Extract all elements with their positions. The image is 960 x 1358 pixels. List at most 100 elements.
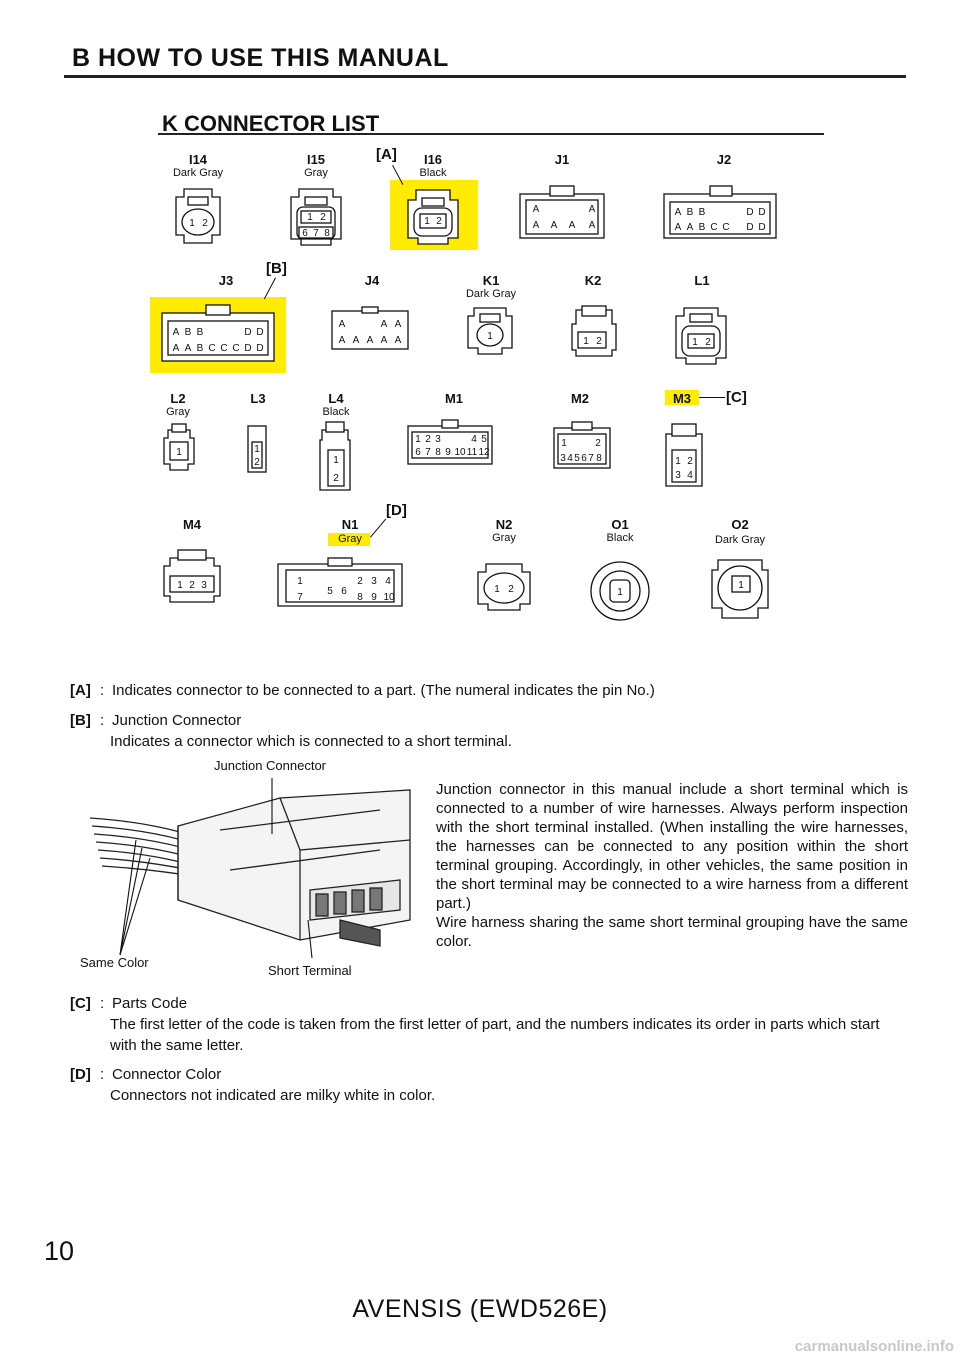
callout-a: [A] (376, 146, 397, 163)
connector-i16-pin-2: 2 (436, 216, 442, 227)
connector-i15-pin-6: 6 (302, 228, 308, 239)
connector-l2-drawing: 1 (163, 423, 195, 471)
connector-l3-pin-1: 1 (254, 444, 260, 455)
callout-b: [B] (266, 260, 287, 277)
connector-code-m2: M2 (570, 391, 590, 406)
connector-l4-drawing: 1 2 (319, 421, 351, 491)
connector-m3-pin-3: 3 (675, 470, 681, 481)
connector-j3-pin-d1: D (244, 327, 251, 338)
connector-code-j4: J4 (364, 273, 380, 288)
connector-code-l3: L3 (250, 391, 266, 406)
connector-m1-pin-7: 7 (425, 447, 431, 458)
definition-c-colon: : (100, 995, 105, 1012)
connector-code-o2: O2 (731, 517, 749, 532)
connector-n2-pin-2: 2 (508, 584, 514, 595)
connector-m1-pin-4: 4 (471, 434, 477, 445)
connector-m1-pin-12: 12 (478, 447, 490, 458)
label-short-terminal: Short Terminal (268, 963, 352, 978)
connector-k1-pin-1: 1 (487, 331, 493, 342)
page-number: 10 (44, 1236, 75, 1266)
connector-j2-pin-d3: D (746, 222, 753, 233)
connector-o1-drawing: 1 (590, 561, 650, 621)
connector-code-m3: M3 (672, 391, 692, 406)
subsection-title: K CONNECTOR LIST (162, 111, 380, 136)
connector-n2-drawing: 1 2 (477, 563, 531, 611)
connector-j4-pin-1: A (339, 319, 346, 330)
junction-connector-illustration (89, 778, 411, 959)
connector-n1-pin-1: 1 (297, 576, 303, 587)
connector-n1-pin-5: 5 (327, 586, 333, 597)
connector-code-i14: I14 (188, 152, 208, 167)
connector-j4-pin-3: A (395, 319, 402, 330)
connector-code-l1: L1 (694, 273, 710, 288)
connector-k2-pin-2: 2 (596, 336, 602, 347)
highlight-m3 (665, 390, 699, 405)
definition-b: [B]:Junction Connector Indicates a conne… (70, 710, 512, 752)
connector-j4-pin-2: A (381, 319, 388, 330)
connector-i14-pin-2: 2 (202, 218, 208, 229)
definition-c-title: Parts Code (112, 995, 188, 1012)
connector-i15-pin-7: 7 (313, 228, 319, 239)
connector-color-i15: Gray (304, 167, 328, 179)
connector-m2-drawing: 1 2 3 4 5 6 7 8 (553, 421, 611, 469)
connector-m1-pin-5: 5 (481, 434, 487, 445)
definition-c-key: [C] (70, 995, 91, 1012)
connector-color-o1: Black (606, 532, 634, 544)
connector-color-o2: Dark Gray (714, 534, 766, 546)
connector-m1-pin-9: 9 (445, 447, 451, 458)
connector-m4-drawing: 1 2 3 (163, 549, 221, 603)
definition-a-key: [A] (70, 682, 91, 699)
connector-j3-pin-b1: B (185, 327, 192, 338)
highlight-n1 (328, 533, 370, 546)
connector-j3-pin-c2: C (220, 343, 227, 354)
definition-b-colon: : (100, 712, 105, 729)
connector-j1-pin-5: A (569, 220, 576, 231)
connector-m2-pin-4: 4 (567, 453, 573, 464)
connector-n2-pin-1: 1 (494, 584, 500, 595)
connector-j1-pin-4: A (551, 220, 558, 231)
subsection-rule (158, 133, 824, 135)
connector-m4-pin-2: 2 (189, 580, 195, 591)
definition-d-key: [D] (70, 1066, 91, 1083)
connector-j2-pin-c2: C (722, 222, 729, 233)
connector-l4-pin-1: 1 (333, 455, 339, 466)
connector-j2-pin-b1: B (687, 207, 694, 218)
connector-n1-pin-9: 9 (371, 592, 377, 603)
connector-j1-pin-2: A (589, 204, 596, 215)
connector-l1-drawing: 1 2 (675, 307, 727, 365)
connector-code-k1: K1 (482, 273, 500, 288)
connector-code-k2: K2 (584, 273, 602, 288)
connector-m4-pin-3: 3 (201, 580, 207, 591)
definition-b-title: Junction Connector (112, 712, 242, 729)
section-title: B HOW TO USE THIS MANUAL (72, 44, 449, 72)
connector-m2-pin-2: 2 (595, 438, 601, 449)
connector-n1-pin-8: 8 (357, 592, 363, 603)
callout-d: [D] (386, 502, 407, 519)
watermark: carmanualsonline.info (794, 1338, 954, 1355)
connector-j4-pin-5: A (353, 335, 360, 346)
connector-j3-pin-d4: D (256, 343, 263, 354)
connector-i16-drawing: 1 2 (407, 189, 459, 245)
connector-m4-pin-1: 1 (177, 580, 183, 591)
connector-code-i16: I16 (423, 152, 443, 167)
connector-j4-pin-8: A (395, 335, 402, 346)
connector-code-l2: L2 (170, 391, 186, 406)
definition-a: [A]:Indicates connector to be connected … (70, 680, 655, 701)
connector-m2-pin-1: 1 (561, 438, 567, 449)
junction-paragraph-2: Wire harness sharing the same short term… (436, 914, 908, 950)
connector-code-j3: J3 (218, 273, 234, 288)
header-rule (64, 75, 906, 78)
connector-i14-drawing: 1 2 (175, 188, 221, 244)
connector-color-i16: Black (419, 167, 447, 179)
connector-i16-pin-1: 1 (424, 216, 430, 227)
connector-m1-pin-3: 3 (435, 434, 441, 445)
connector-color-l4: Black (322, 406, 350, 418)
connector-l1-pin-1: 1 (692, 337, 698, 348)
connector-o1-pin-1: 1 (617, 587, 623, 598)
connector-m2-pin-7: 7 (588, 453, 594, 464)
connector-color-n2: Gray (492, 532, 516, 544)
definition-c: [C]:Parts Code The first letter of the c… (70, 993, 910, 1056)
definition-d-colon: : (100, 1066, 105, 1083)
connector-j1-drawing: A A A A A A (519, 185, 605, 239)
connector-k2-pin-1: 1 (583, 336, 589, 347)
